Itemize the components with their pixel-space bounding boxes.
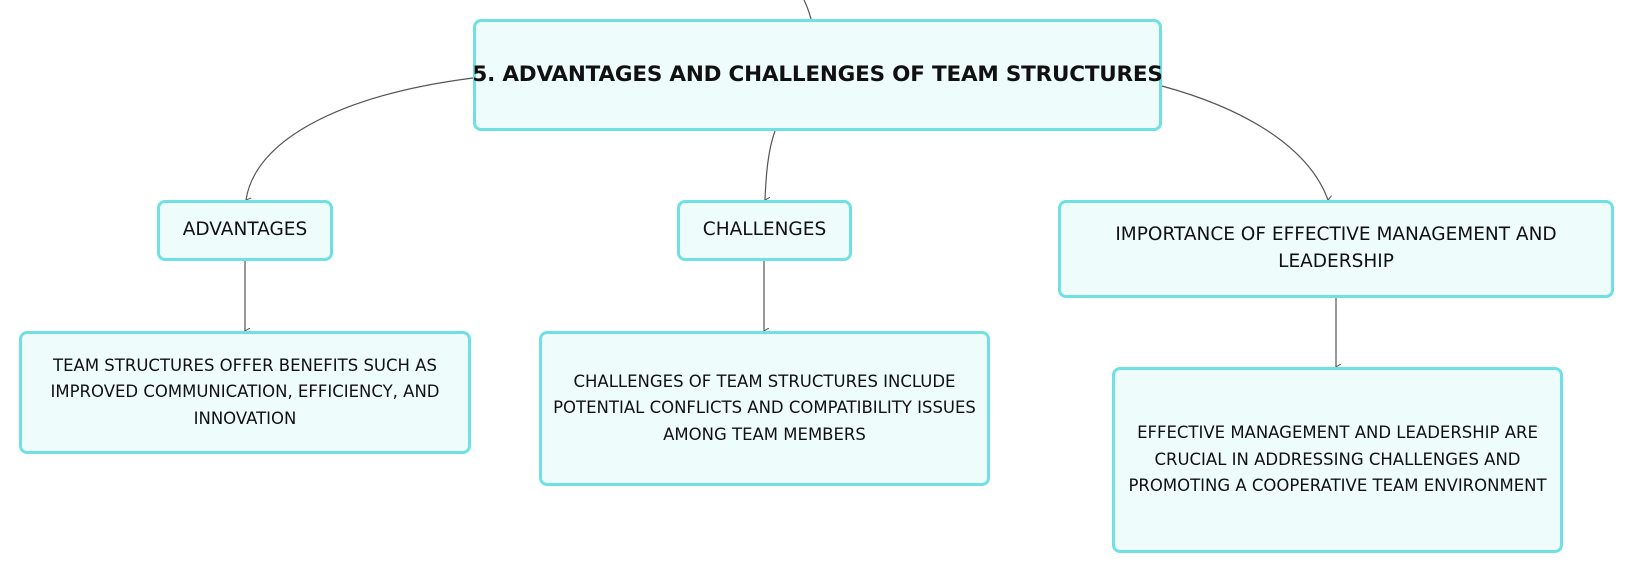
detail-node-challenges[interactable]: CHALLENGES OF TEAM STRUCTURES INCLUDE PO… xyxy=(539,331,990,486)
detail-text-importance: EFFECTIVE MANAGEMENT AND LEADERSHIP ARE … xyxy=(1128,423,1547,496)
detail-node-importance[interactable]: EFFECTIVE MANAGEMENT AND LEADERSHIP ARE … xyxy=(1112,367,1563,553)
detail-node-advantages[interactable]: TEAM STRUCTURES OFFER BENEFITS SUCH AS I… xyxy=(19,331,471,454)
root-topic-title: 5. ADVANTAGES AND CHALLENGES OF TEAM STR… xyxy=(472,62,1163,88)
topic-label-advantages: ADVANTAGES xyxy=(182,219,308,241)
connector-root-to-advantages xyxy=(246,77,474,200)
topic-node-challenges[interactable]: CHALLENGES xyxy=(677,200,852,261)
topic-node-importance[interactable]: IMPORTANCE OF EFFECTIVE MANAGEMENT AND L… xyxy=(1058,200,1614,298)
detail-text-challenges: CHALLENGES OF TEAM STRUCTURES INCLUDE PO… xyxy=(553,371,976,444)
connector-root-to-importance xyxy=(1161,85,1328,200)
root-topic-node[interactable]: 5. ADVANTAGES AND CHALLENGES OF TEAM STR… xyxy=(472,19,1163,131)
topic-node-advantages[interactable]: ADVANTAGES xyxy=(157,200,333,261)
topic-label-importance: IMPORTANCE OF EFFECTIVE MANAGEMENT AND L… xyxy=(1115,224,1557,272)
topic-label-challenges: CHALLENGES xyxy=(702,219,827,241)
connector-root-to-challenges xyxy=(765,130,776,200)
detail-text-advantages: TEAM STRUCTURES OFFER BENEFITS SUCH AS I… xyxy=(50,355,440,428)
connector-parent-to-root xyxy=(803,0,812,20)
